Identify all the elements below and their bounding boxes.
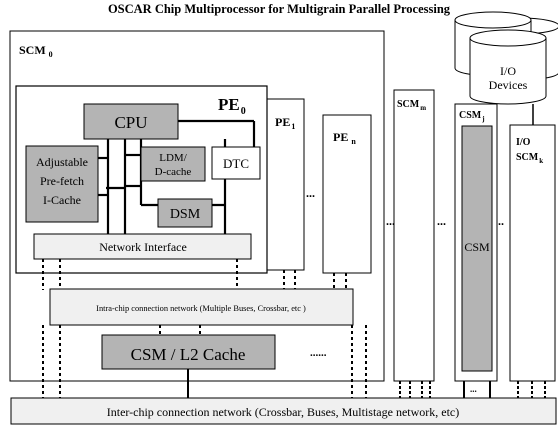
pe-ellipsis: ... [306,186,315,200]
dtc-label: DTC [223,156,249,171]
pe0-label: PE0 [218,95,246,117]
cpu-label: CPU [114,113,147,132]
csmj-label: CSMj [459,110,485,123]
cpu-box [83,103,179,140]
csm-l2-box [101,334,276,370]
icache-box [25,145,99,223]
icache-line2: Pre-fetch [40,174,84,188]
ldm-box [140,146,206,182]
ldm-line1: LDM/ [159,152,187,164]
icache-line3: I-Cache [43,193,81,207]
pe-intra-links [42,259,347,290]
pen-box [322,114,372,274]
csm-l2-label: CSM / L2 Cache [131,345,246,364]
io-devices-line2: Devices [489,78,528,92]
csmj-links [463,381,491,398]
dsm-box [157,198,213,228]
inter-chip-network-box [10,397,557,425]
network-interface-box [33,233,252,260]
icache-line1: Adjustable [36,155,88,169]
io-devices-icon [454,11,558,105]
scm-ellipsis-1: ... [386,214,395,228]
network-interface-label: Network Interface [99,240,187,254]
csm-ellipsis: ...... [310,347,327,359]
inter-chip-network-label: Inter-chip connection network (Crossbar,… [107,405,460,419]
scmm-box [393,89,435,382]
io-scmk-line1: I/O [516,137,531,148]
scm-ellipsis-2: ... [437,214,446,228]
csmj-link-ellipsis: ... [470,384,477,394]
intra-chip-network-label: Intra-chip connection network (Multiple … [96,304,306,313]
io-scmk-label: SCMk [516,152,543,165]
intra-csm-links [42,325,367,398]
intra-chip-network-box [49,288,354,326]
dtc-box [211,146,261,180]
csm-inner-label: CSM [464,240,490,254]
scm-ellipsis-3: ... [495,214,504,228]
io-scmk-box [509,124,556,382]
dsm-label: DSM [170,207,201,222]
diagram-title: OSCAR Chip Multiprocessor for Multigrain… [108,2,451,16]
scmm-label: SCMm [397,99,426,112]
io-devices-line1: I/O [500,64,516,78]
ldm-line2: D-cache [155,166,192,178]
pe1-box [265,98,305,271]
pe1-label: PE1 [275,115,295,131]
remote-links [399,381,546,398]
csm-inner-box [461,125,493,372]
